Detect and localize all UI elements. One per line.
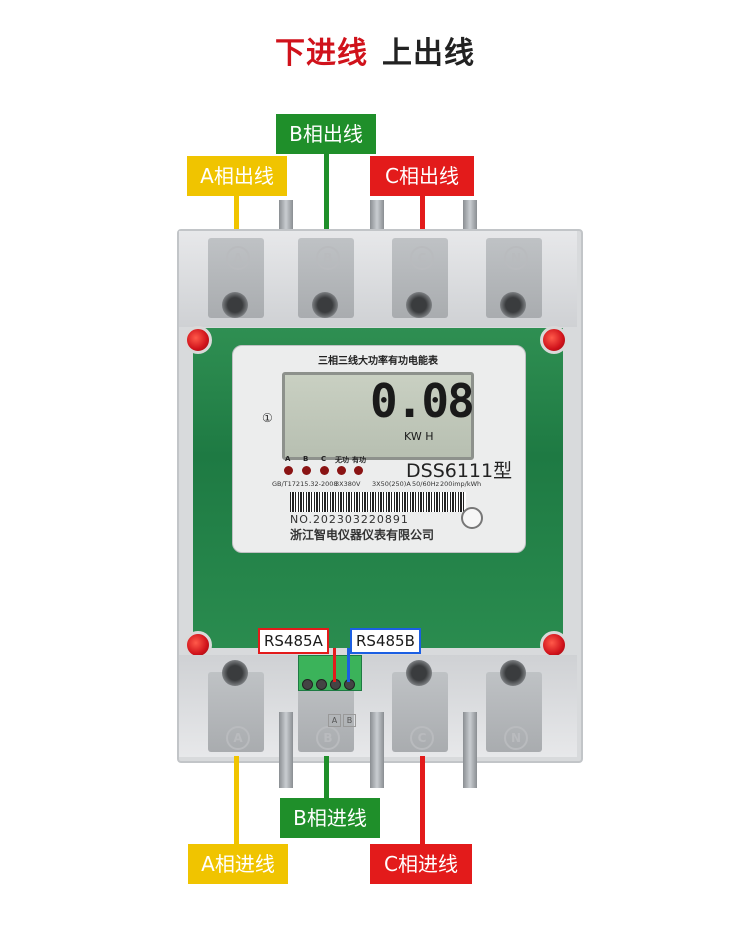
pin-label-a: A <box>328 714 341 727</box>
pin-label-b: B <box>343 714 356 727</box>
red-seal-screw <box>540 631 568 659</box>
manufacturer: 浙江智电仪器仪表有限公司 <box>290 528 435 542</box>
terminal-letter: N <box>504 726 528 750</box>
energy-reading: 0.08 <box>370 374 475 428</box>
label-a-in: A相进线 <box>188 844 288 884</box>
screw-hole <box>500 660 526 686</box>
label-c-out: C相出线 <box>370 156 474 196</box>
rs485b-wire <box>347 648 350 682</box>
wire-a-out <box>234 196 239 234</box>
rs485a-wire <box>333 648 336 682</box>
screw-hole <box>222 660 248 686</box>
label-b-out: B相出线 <box>276 114 376 154</box>
led-label-reactive: 无功 <box>335 456 349 464</box>
label-a-out: A相出线 <box>187 156 287 196</box>
spec-voltage: 3X380V <box>335 480 361 488</box>
meter-type-title: 三相三线大功率有功电能表 <box>318 356 438 367</box>
barcode <box>290 492 466 512</box>
connector-screw <box>316 679 327 690</box>
screw-hole <box>406 292 432 318</box>
label-c-in: C相进线 <box>370 844 472 884</box>
spec-frequency: 50/60Hz <box>412 480 440 488</box>
terminal-letter: B <box>316 726 340 750</box>
terminal-letter: A <box>226 726 250 750</box>
red-seal-screw <box>184 326 212 354</box>
spec-standard: GB/T17215.32-2008 <box>272 480 338 488</box>
screw-hole <box>500 292 526 318</box>
terminal-letter: C <box>410 726 434 750</box>
reading-unit: KW H <box>404 430 434 443</box>
terminal-letter: N <box>504 246 528 270</box>
led-label-active: 有功 <box>352 456 366 464</box>
spec-constant: 200imp/kWh <box>440 480 482 488</box>
program-button[interactable] <box>461 507 483 529</box>
serial-number: NO.202303220891 <box>290 513 409 526</box>
terminal-letter: C <box>410 246 434 270</box>
connector-screw <box>302 679 313 690</box>
red-seal-screw <box>184 631 212 659</box>
terminal-letter: A <box>226 246 250 270</box>
screw-hole <box>312 292 338 318</box>
wire-b-out <box>324 154 329 234</box>
title-outgoing: 上出线 <box>382 36 475 71</box>
led-label-b: B <box>303 455 309 463</box>
wire-a-in <box>234 756 239 850</box>
rs485a-label: RS485A <box>258 628 329 654</box>
screw-hole <box>222 292 248 318</box>
led-label-c: C <box>321 455 327 463</box>
spec-current: 3X50(250)A <box>372 480 411 488</box>
wire-c-in <box>420 756 425 850</box>
led-indicator <box>337 466 346 475</box>
red-seal-screw <box>540 326 568 354</box>
circle-mark: ① <box>262 411 273 425</box>
led-indicator <box>354 466 363 475</box>
terminal-pin <box>370 712 384 788</box>
page-title: 下进线上出线 <box>0 28 750 72</box>
wire-b-in <box>324 756 329 800</box>
wire-c-out <box>420 196 425 234</box>
terminal-pin <box>463 712 477 788</box>
lcd-display <box>282 372 474 460</box>
rs485b-label: RS485B <box>350 628 421 654</box>
terminal-pin <box>279 712 293 788</box>
led-indicator <box>302 466 311 475</box>
led-indicator <box>284 466 293 475</box>
led-label-a: A <box>285 455 291 463</box>
screw-hole <box>406 660 432 686</box>
model-number: DSS6111型 <box>406 460 513 482</box>
title-incoming: 下进线 <box>275 36 368 71</box>
label-b-in: B相进线 <box>280 798 380 838</box>
terminal-letter: B <box>316 246 340 270</box>
led-indicator <box>320 466 329 475</box>
